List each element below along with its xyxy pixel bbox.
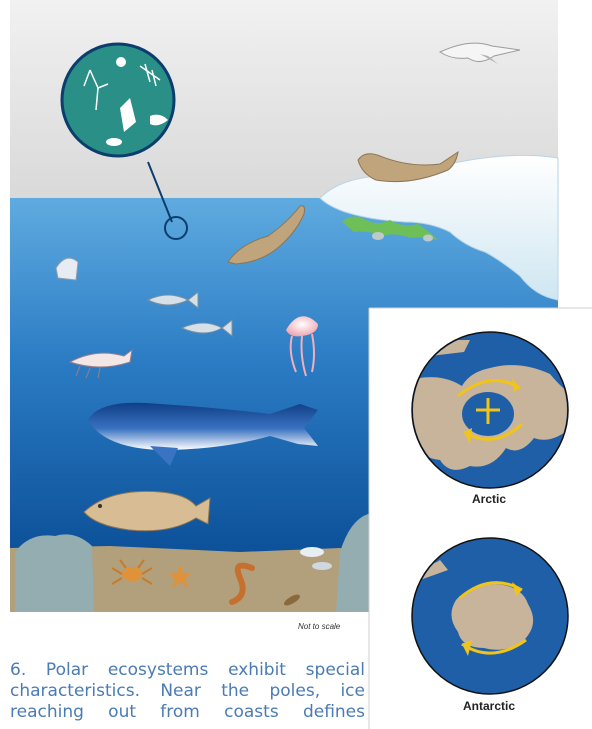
caption-line: 6. Polar ecosystems exhibit special: [10, 660, 365, 681]
plankton-magnifier: [62, 44, 174, 156]
caption-line: reaching out from coasts defines: [10, 702, 365, 723]
arctic-label: Arctic: [412, 492, 566, 506]
seabed-rock: [15, 534, 94, 612]
plankton-cell-icon: [116, 57, 126, 67]
ice-creature: [423, 235, 433, 242]
caption-text: 6. Polar ecosystems exhibit special char…: [10, 660, 365, 723]
caption-line: characteristics. Near the poles, ice: [10, 681, 365, 702]
antarctic-label: Antarctic: [412, 699, 566, 713]
krill-larva-icon: [106, 138, 122, 146]
not-to-scale-label: Not to scale: [298, 622, 340, 631]
ice-creature: [372, 232, 384, 240]
